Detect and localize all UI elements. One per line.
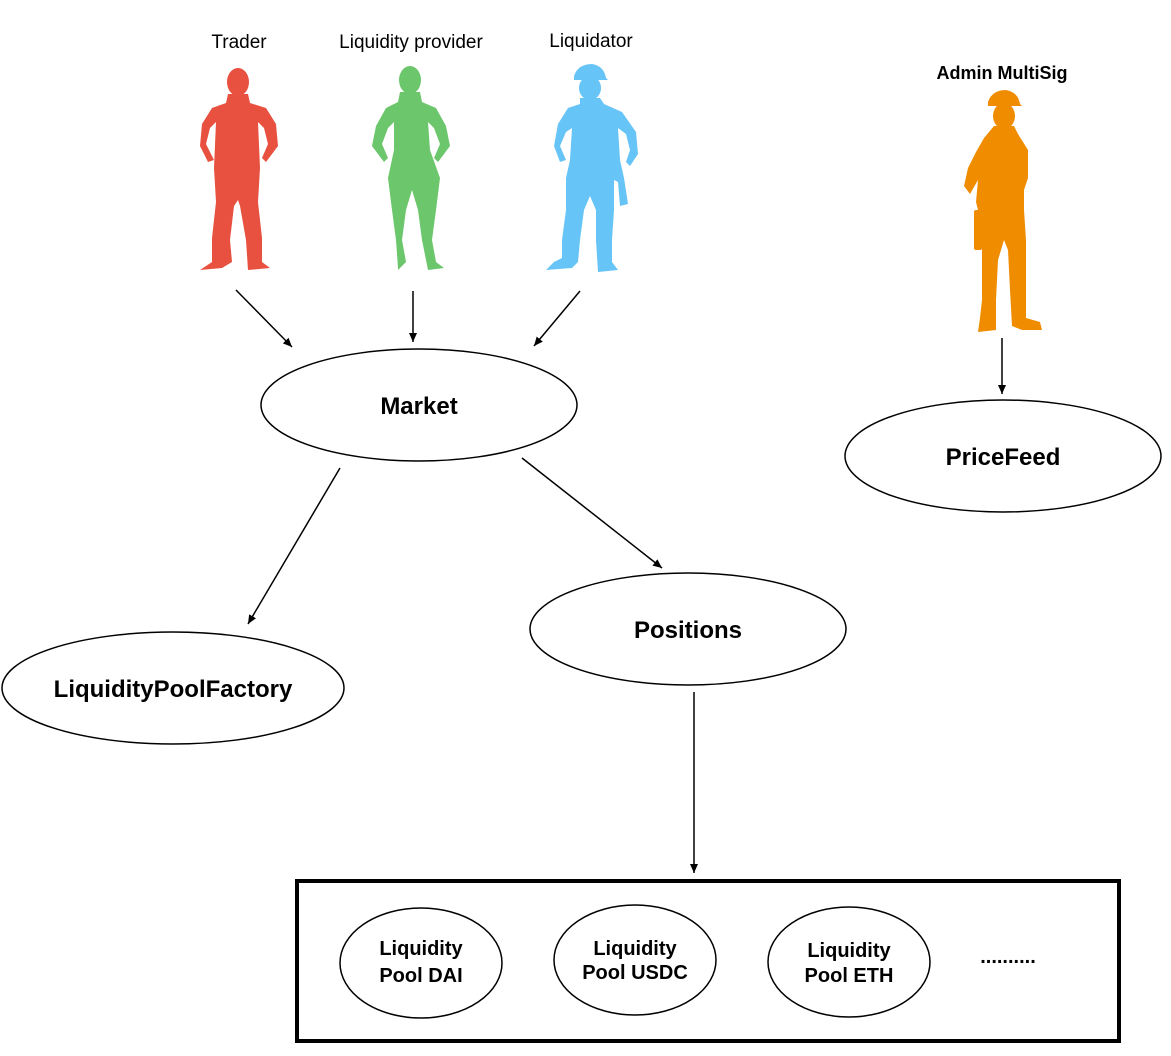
pool-usdc-label-line2: Pool USDC bbox=[582, 962, 688, 984]
liquidator-label: Liquidator bbox=[549, 31, 633, 52]
positions-node-label: Positions bbox=[634, 617, 742, 644]
liquidity-pools-container bbox=[295, 879, 1121, 1043]
liquidator-person-icon bbox=[546, 64, 638, 272]
pricefeed-node: PriceFeed bbox=[844, 399, 1162, 513]
pool-dai-label-line1: Liquidity bbox=[379, 938, 463, 960]
liquidity-pool-usdc-node: Liquidity Pool USDC bbox=[553, 904, 717, 1016]
liquidity-pool-factory-node-label: LiquidityPoolFactory bbox=[54, 676, 293, 703]
liquidity-pool-factory-node: LiquidityPoolFactory bbox=[1, 631, 345, 745]
market-node: Market bbox=[260, 348, 578, 462]
edge-liquidator-to-market bbox=[533, 290, 581, 347]
positions-node: Positions bbox=[529, 572, 847, 686]
liquidity-provider-person-icon bbox=[372, 66, 450, 270]
edge-market-to-factory bbox=[247, 467, 341, 625]
pool-eth-label-line1: Liquidity bbox=[807, 940, 891, 962]
pool-eth-label-line2: Pool ETH bbox=[805, 965, 894, 987]
pool-usdc-label-line1: Liquidity bbox=[593, 938, 677, 960]
edge-market-to-positions bbox=[521, 457, 663, 569]
market-node-label: Market bbox=[380, 393, 457, 420]
trader-label: Trader bbox=[211, 32, 267, 53]
liquidity-pool-eth-node: Liquidity Pool ETH bbox=[767, 906, 931, 1018]
pricefeed-node-label: PriceFeed bbox=[946, 444, 1061, 471]
more-pools-ellipsis: .......... bbox=[980, 946, 1036, 968]
liquidity-provider-label: Liquidity provider bbox=[339, 32, 483, 53]
admin-multisig-person-icon bbox=[964, 90, 1042, 332]
edge-trader-to-market bbox=[235, 289, 293, 348]
admin-multisig-label: Admin MultiSig bbox=[937, 63, 1068, 83]
pool-dai-label-line2: Pool DAI bbox=[379, 965, 462, 987]
liquidity-pool-dai-node: Liquidity Pool DAI bbox=[339, 907, 503, 1019]
trader-person-icon bbox=[200, 68, 278, 270]
